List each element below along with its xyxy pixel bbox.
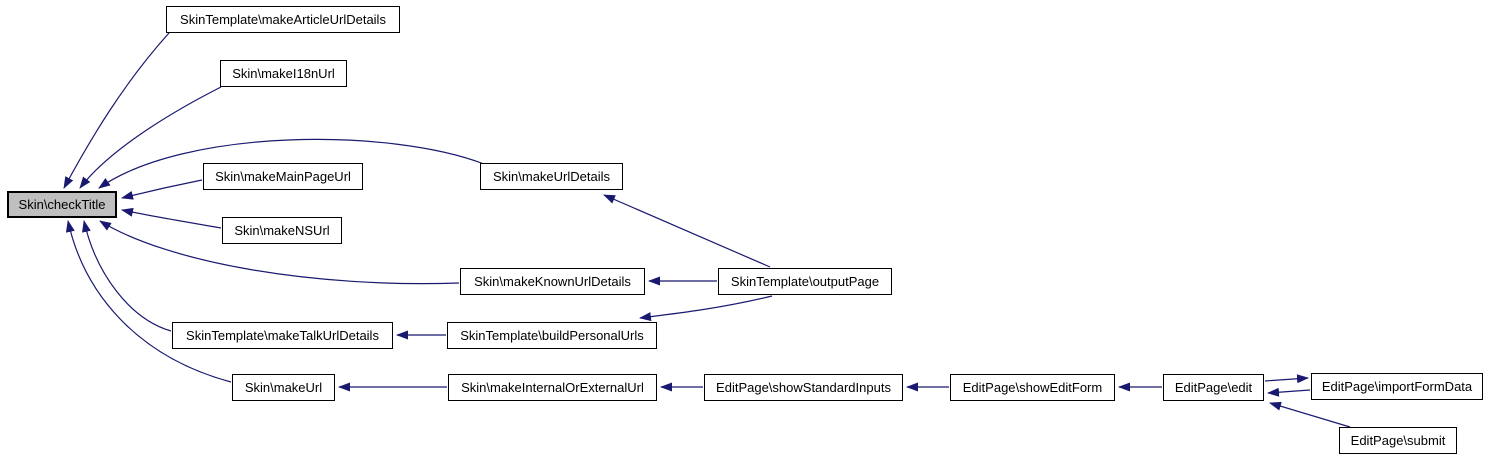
edge-skintemplate-makearticleurldetails--to--skin-checktitle bbox=[63, 32, 170, 189]
node-skintemplate-outputpage[interactable]: SkinTemplate\outputPage bbox=[718, 268, 892, 295]
node-editpage-importformdata[interactable]: EditPage\importFormData bbox=[1311, 373, 1483, 400]
node-skin-makensurl[interactable]: Skin\makeNSUrl bbox=[222, 217, 342, 244]
edge-skin-makeurl--to--skin-checktitle bbox=[65, 220, 232, 383]
edge-skintemplate-outputpage--to--skintemplate-buildpersonalurls bbox=[639, 295, 773, 322]
node-skin-makemainpageurl[interactable]: Skin\makeMainPageUrl bbox=[203, 163, 363, 190]
node-skin-checktitle: Skin\checkTitle bbox=[7, 191, 117, 218]
edge-editpage-edit--to--editpage-importformdata bbox=[1264, 374, 1309, 384]
node-skin-makeurldetails[interactable]: Skin\makeUrlDetails bbox=[480, 163, 623, 190]
edge-skin-makeurldetails--to--skin-checktitle bbox=[98, 138, 485, 189]
edge-skin-makensurl--to--skin-checktitle bbox=[121, 207, 222, 229]
edge-editpage-submit--to--editpage-edit bbox=[1269, 401, 1351, 428]
node-skin-makeurl[interactable]: Skin\makeUrl bbox=[232, 374, 335, 401]
node-skintemplate-maketalkurldetails[interactable]: SkinTemplate\makeTalkUrlDetails bbox=[172, 322, 393, 349]
node-editpage-submit[interactable]: EditPage\submit bbox=[1339, 427, 1457, 454]
node-skin-makeinternalorexternalurl[interactable]: Skin\makeInternalOrExternalUrl bbox=[448, 374, 657, 401]
node-editpage-edit[interactable]: EditPage\edit bbox=[1163, 374, 1264, 401]
edge-skin-makeknownurldetails--to--skin-checktitle bbox=[99, 220, 460, 285]
edge-skintemplate-outputpage--to--skin-makeurldetails bbox=[603, 194, 771, 268]
node-editpage-showstandardinputs[interactable]: EditPage\showStandardInputs bbox=[704, 374, 903, 401]
edge-editpage-importformdata--to--editpage-edit bbox=[1267, 387, 1311, 397]
node-skintemplate-makearticleurldetails[interactable]: SkinTemplate\makeArticleUrlDetails bbox=[166, 6, 400, 33]
edge-skintemplate-maketalkurldetails--to--skin-checktitle bbox=[82, 220, 172, 332]
node-skintemplate-buildpersonalurls[interactable]: SkinTemplate\buildPersonalUrls bbox=[447, 322, 657, 349]
node-skin-makeknownurldetails[interactable]: Skin\makeKnownUrlDetails bbox=[460, 268, 645, 295]
edge-skin-makei18nurl--to--skin-checktitle bbox=[79, 86, 222, 189]
node-skin-makei18nurl[interactable]: Skin\makeI18nUrl bbox=[220, 60, 347, 87]
edge-skin-makemainpageurl--to--skin-checktitle bbox=[121, 179, 203, 200]
node-editpage-showeditform[interactable]: EditPage\showEditForm bbox=[950, 374, 1115, 401]
